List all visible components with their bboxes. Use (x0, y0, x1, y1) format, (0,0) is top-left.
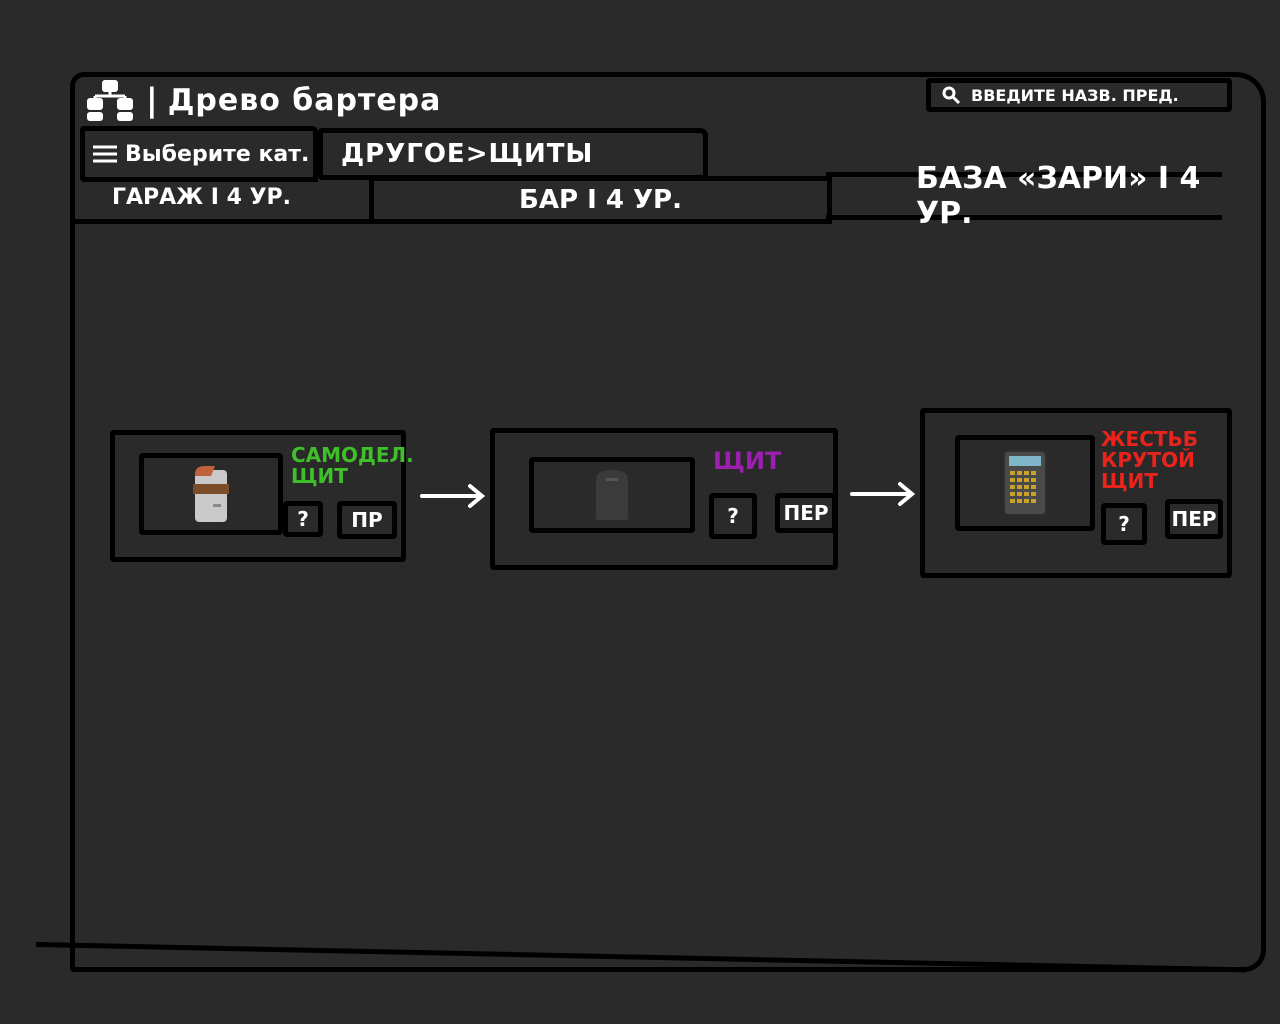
item-trade-button[interactable]: ПЕР (775, 493, 837, 533)
riot-shield-icon (1003, 450, 1047, 516)
item-trade-button[interactable]: ПЕР (1165, 499, 1223, 539)
item-slot (139, 453, 283, 535)
item-name: САМОДЕЛ. ЩИТ (291, 443, 414, 488)
item-card-tin-cool-shield: ЖЕСТЬБ КРУТОЙ ЩИТ ? ПЕР (920, 408, 1232, 578)
item-slot (529, 457, 695, 533)
item-card-homemade-shield: САМОДЕЛ. ЩИТ ? ПР (110, 430, 414, 562)
tree-icon (87, 80, 133, 121)
category-select-label: Выберите кат. (125, 141, 310, 167)
arrow-right-icon (420, 484, 486, 508)
search-box[interactable] (926, 78, 1232, 112)
item-trade-button[interactable]: ПР (337, 501, 397, 539)
arrow-right-icon (850, 482, 916, 506)
item-name: ЖЕСТЬБ КРУТОЙ ЩИТ (1101, 427, 1198, 493)
item-slot (955, 435, 1095, 531)
item-help-button[interactable]: ? (1101, 503, 1147, 545)
item-name: ЩИТ (713, 447, 782, 475)
category-select-button[interactable]: Выберите кат. (80, 126, 318, 182)
window-frame (70, 72, 1266, 972)
item-help-button[interactable]: ? (709, 493, 757, 539)
title-bar: | Древо бартера (84, 78, 441, 122)
item-card-shield: ЩИТ ? ПЕР (490, 428, 838, 570)
item-help-button[interactable]: ? (283, 501, 323, 537)
page-title: Древо бартера (167, 82, 442, 118)
homemade-shield-icon (193, 466, 229, 522)
tier-label-bar: БАР I 4 УР. (374, 176, 832, 224)
search-icon (942, 86, 961, 105)
tier-label-zarya-base: БАЗА «ЗАРИ» I 4 УР. (826, 161, 1222, 231)
search-input[interactable] (971, 85, 1211, 105)
tier-label-garage: ГАРАЖ I 4 УР. (74, 176, 374, 224)
title-separator: | (146, 81, 158, 119)
menu-icon (93, 145, 117, 163)
shield-icon (596, 470, 628, 520)
category-path: ДРУГОЕ>ЩИТЫ (318, 128, 708, 180)
